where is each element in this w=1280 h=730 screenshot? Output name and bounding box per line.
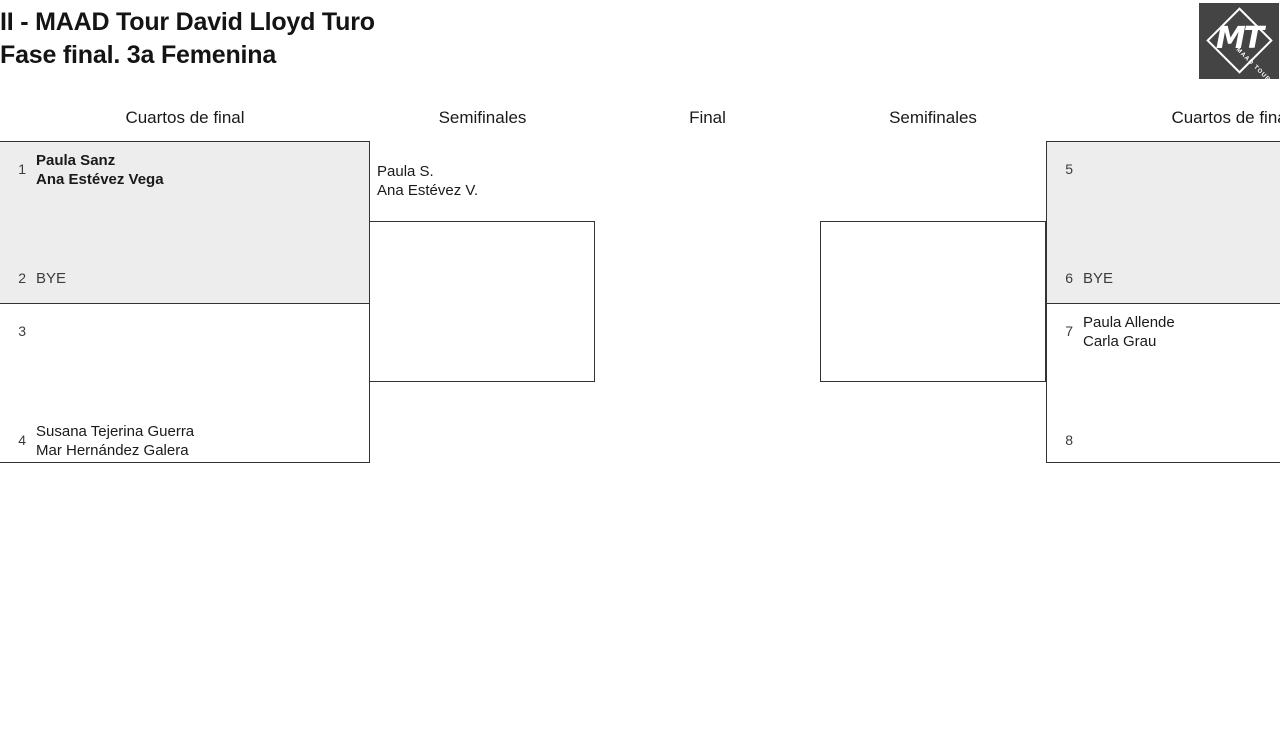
player-names: Paula Sanz Ana Estévez Vega xyxy=(26,151,369,189)
player-name-2: Ana Estévez Vega xyxy=(36,171,164,188)
seed-number: 2 xyxy=(18,270,26,286)
player-slot[interactable]: 2 BYE xyxy=(0,260,369,340)
player-slot[interactable]: 8 xyxy=(1047,422,1280,502)
player-slot[interactable]: 1 Paula Sanz Ana Estévez Vega xyxy=(0,151,369,231)
match-row[interactable]: 7 Paula Allende Carla Grau 8 xyxy=(1047,303,1280,464)
player-slot[interactable]: 3 xyxy=(0,313,369,393)
semifinal-left-qualifier: Paula S. Ana Estévez V. xyxy=(377,162,478,200)
player-names: BYE xyxy=(1073,260,1280,288)
player-slot[interactable]: 6 BYE xyxy=(1047,260,1280,340)
round-header-final: Final xyxy=(689,108,726,127)
quarterfinals-left-group: 1 Paula Sanz Ana Estévez Vega 2 BYE 3 xyxy=(0,141,370,463)
semifinal-left-box[interactable] xyxy=(369,221,595,382)
seed-number: 7 xyxy=(1065,323,1073,339)
player-names xyxy=(1073,151,1280,160)
seed-number: 3 xyxy=(18,323,26,339)
player-name-1: Susana Tejerina Guerra xyxy=(36,423,195,440)
player-name-2: Carla Grau xyxy=(1083,333,1157,350)
seed-number: 6 xyxy=(1065,270,1073,286)
player-name-2: Mar Hernández Galera xyxy=(36,442,189,459)
page-header: II - MAAD Tour David Lloyd Turo Fase fin… xyxy=(0,0,1280,84)
player-name-2: Ana Estévez V. xyxy=(377,182,479,199)
quarterfinals-right-group: 5 6 BYE 7 Paula Allende Carla Grau xyxy=(1046,141,1280,463)
player-name-1: Paula Sanz xyxy=(36,152,116,169)
player-slot[interactable]: 7 Paula Allende Carla Grau xyxy=(1047,313,1280,393)
seed-number: 5 xyxy=(1065,161,1073,177)
player-name-1: Paula Allende xyxy=(1083,314,1175,331)
player-name-1: Paula S. xyxy=(377,163,434,180)
player-slot[interactable]: 5 xyxy=(1047,151,1280,231)
player-names: Paula Allende Carla Grau xyxy=(1073,313,1280,351)
tournament-phase: Fase final. 3a Femenina xyxy=(0,41,277,69)
round-header-quarterfinals-left: Cuartos de final xyxy=(125,108,245,127)
seed-number: 4 xyxy=(18,432,26,448)
player-names xyxy=(26,313,369,322)
player-slot[interactable]: 4 Susana Tejerina Guerra Mar Hernández G… xyxy=(0,422,369,502)
player-names xyxy=(1073,422,1280,431)
round-header-semifinals-left: Semifinales xyxy=(438,108,527,127)
seed-number: 1 xyxy=(18,161,26,177)
round-header-quarterfinals-right: Cuartos de final xyxy=(1171,108,1280,127)
semifinal-right-box[interactable] xyxy=(820,221,1046,382)
logo-monogram: MT xyxy=(1215,21,1264,56)
tournament-name: II - MAAD Tour David Lloyd Turo xyxy=(0,8,375,36)
round-header-semifinals-right: Semifinales xyxy=(889,108,977,127)
tournament-title-block: II - MAAD Tour David Lloyd Turo Fase fin… xyxy=(0,6,1000,72)
match-row[interactable]: 3 4 Susana Tejerina Guerra Mar Hernández… xyxy=(0,303,369,464)
player-names: Susana Tejerina Guerra Mar Hernández Gal… xyxy=(26,422,369,460)
seed-number: 8 xyxy=(1065,432,1073,448)
match-row[interactable]: 5 6 BYE xyxy=(1047,142,1280,303)
maad-tour-logo: MT MAAD TOUR xyxy=(1199,3,1279,79)
match-row[interactable]: 1 Paula Sanz Ana Estévez Vega 2 BYE xyxy=(0,142,369,303)
player-name-1: BYE xyxy=(36,270,67,287)
player-names: BYE xyxy=(26,260,369,288)
player-name-1: BYE xyxy=(1083,270,1114,287)
